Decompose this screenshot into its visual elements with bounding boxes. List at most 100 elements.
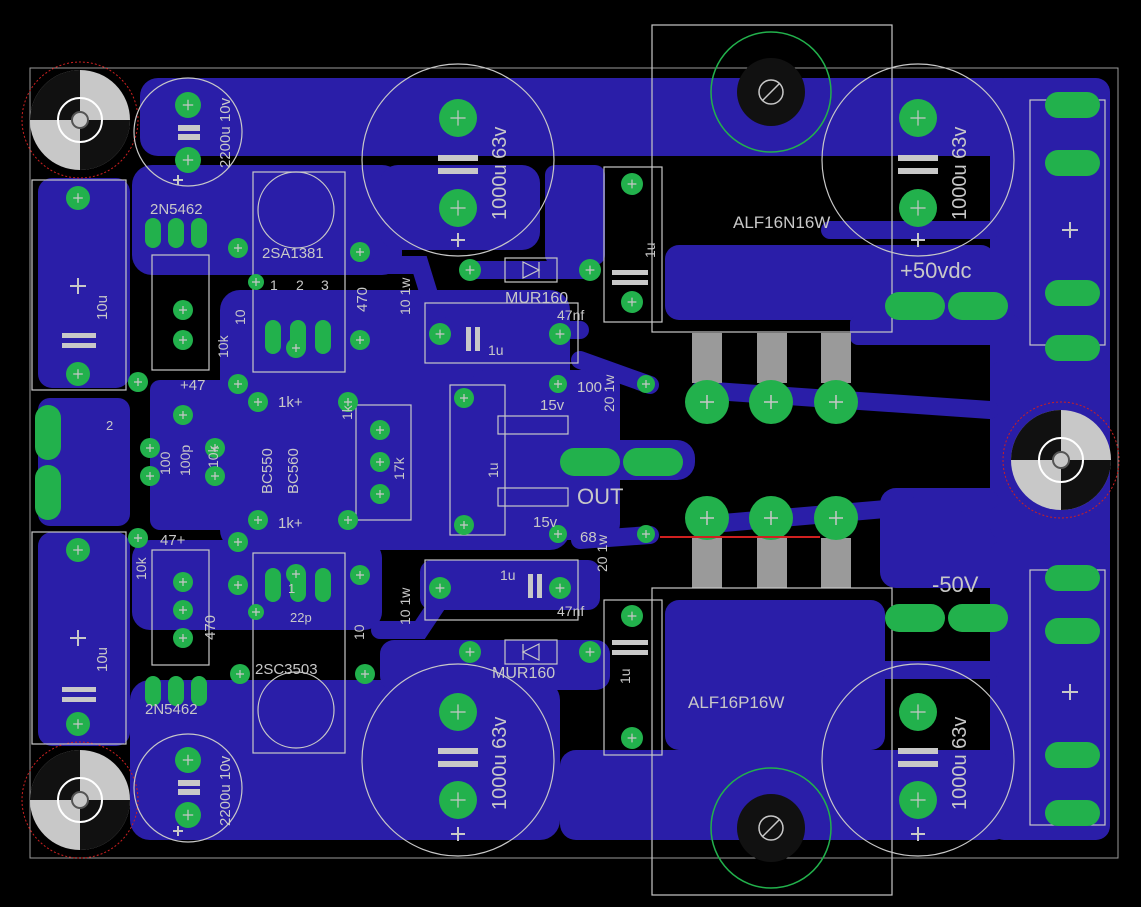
pad-drill-mark [460, 394, 468, 402]
pad-drill-mark [554, 530, 562, 538]
pad-drill-mark [627, 733, 637, 743]
pad-drill-mark [356, 248, 364, 256]
regulator-top-label: ALF16N16W [733, 213, 830, 232]
pad-drill-mark [465, 265, 475, 275]
pad-drill-mark [211, 472, 219, 480]
bc560-label: BC560 [285, 448, 302, 494]
pad-drill-mark [910, 200, 926, 216]
pad-drill-mark [376, 458, 384, 466]
pad-drill-mark [254, 398, 262, 406]
pad-drill-mark [465, 647, 475, 657]
pad-drill-mark [134, 534, 142, 542]
r10k-c-label: 10k [133, 556, 149, 580]
r10k-b-label: 10k [205, 444, 221, 468]
r20-1w-bottom-label: 20 1w [594, 534, 610, 572]
pad-drill-mark [435, 329, 445, 339]
pad-drill-mark [182, 754, 194, 766]
pad-drill-mark [356, 336, 364, 344]
pin-a-label: 1 [288, 581, 295, 596]
pad-drill-mark [211, 444, 219, 452]
bc550-label: BC550 [259, 448, 276, 494]
output-label: OUT [577, 484, 623, 509]
cap-main-tl-label: 1000u 63v [489, 127, 511, 220]
pad-drill-mark [179, 411, 187, 419]
cap-main-tr-label: 1000u 63v [949, 127, 971, 220]
r10-1w-top-label: 10 1w [397, 277, 413, 315]
r47-bottom-label: 47+ [160, 532, 186, 549]
cap-small-bottom-label: 2200u 10v [217, 755, 234, 826]
r20-1w-top-label: 20 1w [601, 374, 617, 412]
r68-label: 68 [580, 529, 597, 546]
capacitor-outlines [31, 63, 1106, 857]
negative-rail-label: -50V [932, 572, 979, 597]
pad-drill-mark [460, 521, 468, 529]
r100-left-label: 100 [157, 451, 173, 475]
zener-top-label: 15v [540, 397, 565, 414]
pad-drill-mark [179, 336, 187, 344]
diode-top-label: MUR160 [505, 290, 568, 307]
pin-1-label: 1 [270, 277, 278, 293]
pad-drill-mark [450, 704, 466, 720]
r10-top-label: 10 [232, 309, 248, 325]
mounting-holes [21, 31, 1120, 889]
pad-drill-mark [627, 297, 637, 307]
pad-drill-mark [642, 380, 650, 388]
board-outline [29, 67, 1119, 859]
pad-drill-mark [627, 179, 637, 189]
r100-label: 100 [577, 379, 602, 396]
pad-drill-mark [73, 369, 83, 379]
pad-drill-mark [73, 719, 83, 729]
pad-drill-mark [254, 516, 262, 524]
pad-drill-mark [146, 444, 154, 452]
diode-outlines [497, 257, 569, 665]
cap-1u-c-label: 1u [642, 242, 658, 258]
traces [371, 221, 999, 679]
pad-drill-mark [344, 398, 352, 406]
r470-bottom-label: 470 [202, 615, 219, 640]
plus-markers [70, 175, 1078, 841]
cap-1u-b-label: 1u [500, 567, 516, 583]
pad-drill-mark [252, 608, 260, 616]
cap-10u-bottom-label: 10u [94, 647, 111, 672]
pin-3-label: 3 [321, 277, 329, 293]
pad-drill-mark [73, 545, 83, 555]
pin-b-label: 2 [106, 418, 113, 433]
pad-drill-mark [554, 380, 562, 388]
pad-drill-mark [585, 265, 595, 275]
pad-drill-mark [234, 581, 242, 589]
r10k-a-label: 10k [215, 334, 231, 358]
cap-47nf-top-label: 47nf [557, 307, 584, 323]
pad-drill-mark [376, 426, 384, 434]
pad-drill-mark [356, 571, 364, 579]
pad-drill-mark [179, 634, 187, 642]
jfet-top-label: 2N5462 [150, 201, 203, 218]
r1k-top-label: 1k+ [278, 394, 303, 411]
silkscreen-labels: ALF16N16W ALF16P16W +50vdc -50V OUT MUR1… [94, 97, 979, 826]
r47-top-label: +47 [180, 377, 205, 394]
regulator-legs [692, 333, 851, 588]
pad-drill-mark [182, 809, 194, 821]
pad-drill-mark [179, 578, 187, 586]
ntc-17k-label: 17k [391, 456, 407, 480]
pad-drill-mark [450, 200, 466, 216]
cap-22p-label: 22p [290, 610, 312, 625]
pad-drill-mark [450, 110, 466, 126]
pad-drill-mark [450, 792, 466, 808]
cap-main-bl-label: 1000u 63v [489, 717, 511, 810]
polarity-bars [62, 125, 938, 795]
cap-1u-d-label: 1u [617, 668, 633, 684]
pad-drill-mark [182, 154, 194, 166]
pad-drill-mark [292, 344, 300, 352]
r10-bottom-label: 10 [351, 624, 367, 640]
r470-top-label: 470 [354, 287, 371, 312]
pad-drill-mark [344, 516, 352, 524]
pin-2-label: 2 [296, 277, 304, 293]
pad-drill-mark [234, 538, 242, 546]
oval-pads [35, 92, 1100, 826]
pad-drill-mark [627, 611, 637, 621]
pad-drill-mark [146, 472, 154, 480]
positive-rail-label: +50vdc [900, 258, 972, 283]
pad-holes [73, 99, 926, 821]
regulator-outlines [651, 24, 893, 896]
pad-drill-mark [179, 606, 187, 614]
